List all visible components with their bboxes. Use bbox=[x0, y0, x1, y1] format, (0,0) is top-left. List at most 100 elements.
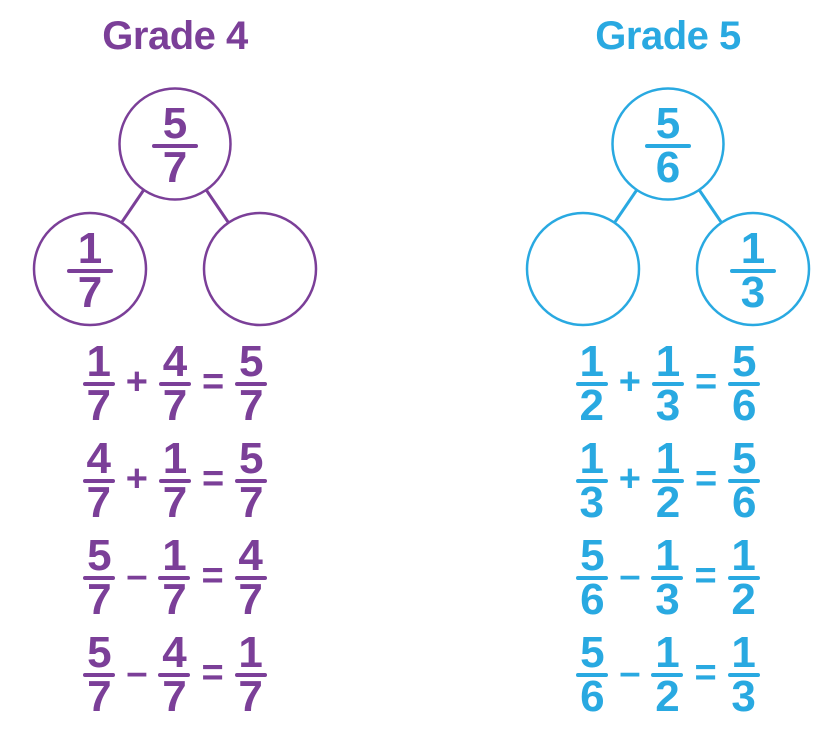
numerator: 1 bbox=[162, 531, 187, 580]
numerator: 1 bbox=[579, 434, 605, 483]
bond-whole-fraction: 5 6 bbox=[645, 102, 691, 192]
minus-operator: – bbox=[126, 651, 148, 694]
number-bond-graphic bbox=[525, 87, 811, 327]
plus-operator: + bbox=[125, 457, 148, 500]
denominator: 7 bbox=[238, 575, 263, 624]
fraction-bar bbox=[575, 479, 608, 483]
fraction-bar bbox=[235, 382, 268, 386]
grade4-title: Grade 4 bbox=[102, 14, 248, 58]
numerator: 1 bbox=[655, 434, 681, 483]
fraction-bar bbox=[159, 479, 191, 483]
denominator: 7 bbox=[162, 478, 188, 527]
numerator: 5 bbox=[162, 99, 188, 148]
fraction-bar bbox=[645, 144, 691, 148]
numerator: 5 bbox=[580, 628, 605, 677]
bond-whole-fraction: 5 7 bbox=[152, 99, 198, 192]
denominator: 2 bbox=[731, 575, 756, 624]
numerator: 1 bbox=[162, 434, 188, 483]
fraction-bar bbox=[727, 673, 760, 677]
numerator: 1 bbox=[655, 628, 680, 677]
denominator: 7 bbox=[87, 575, 112, 624]
denominator: 7 bbox=[238, 478, 264, 527]
bond-part-left-circle bbox=[525, 211, 641, 327]
numerator: 1 bbox=[655, 531, 680, 580]
fraction-bar bbox=[728, 479, 761, 483]
denominator: 3 bbox=[740, 268, 766, 317]
equals-sign: = bbox=[201, 554, 224, 597]
denominator: 6 bbox=[580, 575, 605, 624]
denominator: 6 bbox=[731, 478, 757, 527]
numerator: 1 bbox=[740, 224, 766, 273]
denominator: 7 bbox=[162, 143, 188, 192]
grade5-title: Grade 5 bbox=[595, 14, 741, 58]
numerator: 4 bbox=[162, 337, 188, 386]
grade4-panel: Grade 4 5 7 1 7 bbox=[0, 0, 350, 721]
fraction-bar bbox=[158, 576, 191, 580]
grade5-number-bond: 5 6 1 3 bbox=[518, 84, 818, 334]
bond-part-left-fraction: 1 7 bbox=[67, 227, 113, 315]
fraction-bar bbox=[83, 673, 116, 677]
denominator: 6 bbox=[731, 381, 757, 430]
fraction-bar bbox=[67, 269, 113, 273]
denominator: 3 bbox=[579, 478, 605, 527]
bond-part-right-circle bbox=[202, 211, 318, 327]
denominator: 3 bbox=[655, 575, 680, 624]
numerator: 4 bbox=[162, 628, 187, 677]
numerator: 5 bbox=[731, 337, 757, 386]
bond-part-right-fraction: 1 3 bbox=[730, 224, 776, 317]
equals-sign: = bbox=[202, 360, 225, 403]
denominator: 2 bbox=[655, 672, 680, 721]
equals-sign: = bbox=[695, 457, 718, 500]
denominator: 7 bbox=[86, 381, 112, 430]
numerator: 4 bbox=[238, 531, 263, 580]
denominator: 7 bbox=[238, 672, 263, 721]
fraction-bar bbox=[234, 673, 267, 677]
minus-operator: – bbox=[126, 554, 148, 597]
fraction-bar bbox=[159, 382, 191, 386]
equals-sign: = bbox=[202, 457, 225, 500]
fraction-bar bbox=[730, 269, 776, 273]
fraction-bar bbox=[575, 382, 608, 386]
minus-operator: – bbox=[619, 554, 641, 597]
numerator: 1 bbox=[731, 531, 756, 580]
grade4-number-bond: 5 7 1 7 bbox=[25, 84, 325, 334]
denominator: 6 bbox=[655, 143, 681, 192]
grade5-panel: Grade 5 5 6 1 3 bbox=[503, 0, 828, 721]
numerator: 1 bbox=[655, 337, 681, 386]
minus-operator: – bbox=[619, 651, 641, 694]
fraction-bar bbox=[234, 576, 267, 580]
fraction: 5 6 bbox=[645, 102, 691, 192]
plus-operator: + bbox=[618, 457, 641, 500]
denominator: 7 bbox=[162, 672, 187, 721]
fraction: 1 7 bbox=[67, 227, 113, 315]
denominator: 6 bbox=[580, 672, 605, 721]
numerator: 5 bbox=[580, 531, 605, 580]
fraction-bar bbox=[651, 576, 684, 580]
equals-sign: = bbox=[695, 360, 718, 403]
fraction-bar bbox=[727, 576, 760, 580]
denominator: 7 bbox=[162, 381, 188, 430]
plus-operator: + bbox=[618, 360, 641, 403]
